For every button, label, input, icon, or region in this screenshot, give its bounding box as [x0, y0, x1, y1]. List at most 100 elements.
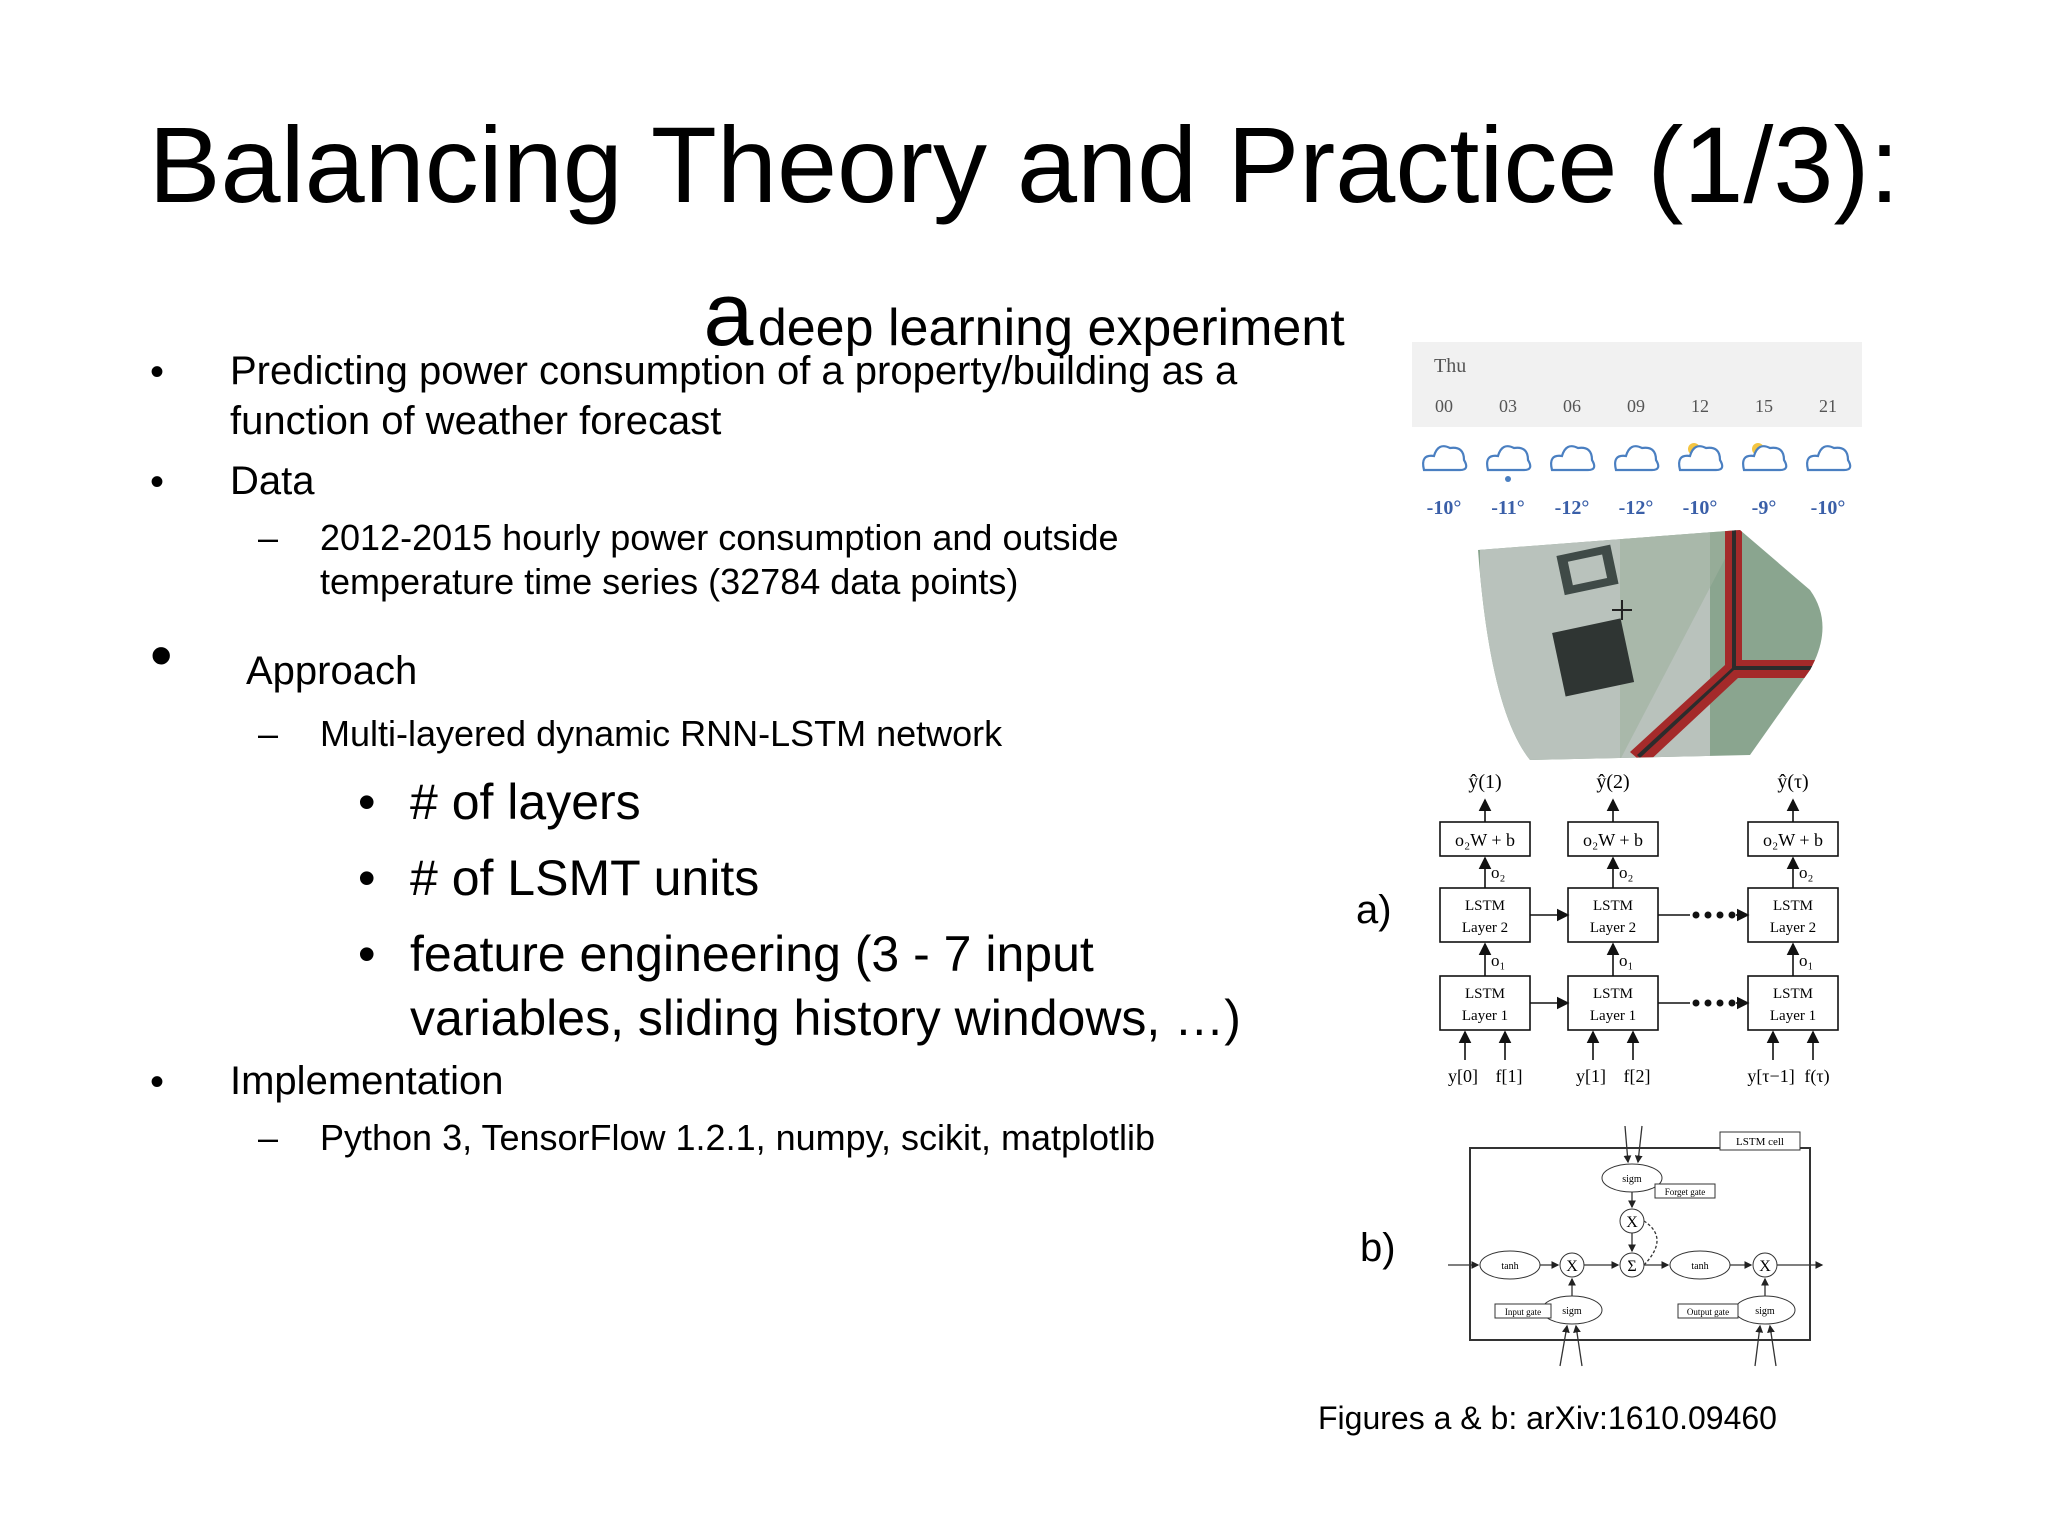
weather-hour-label: 12: [1691, 396, 1709, 416]
figure-b-label: b): [1360, 1226, 1396, 1270]
partly-cloudy-icon: [1742, 443, 1788, 472]
dash-marker: –: [258, 1117, 279, 1158]
lstm-layer1-box: [1567, 975, 1659, 1031]
ellipsis-dot: [1716, 911, 1724, 919]
lstm-label: LSTM: [1773, 986, 1813, 1002]
sub-bullet-data: 2012-2015 hourly power consumption and o…: [320, 516, 1119, 604]
weather-temp-label: -10°: [1811, 497, 1846, 519]
slide-subtitle: a deep learning experiment: [0, 270, 2048, 360]
lstm-layer1-box: [1747, 975, 1839, 1031]
input-gate-sigm: sigm: [1562, 1306, 1582, 1317]
layer1-label: Layer 1: [1770, 1008, 1816, 1024]
output-label: ŷ(1): [1468, 771, 1501, 793]
dash-marker: –: [258, 713, 279, 754]
weather-temps: -10°-11°-12°-12°-10°-9°-10°: [1427, 497, 1846, 519]
lstm-label: LSTM: [1593, 986, 1633, 1002]
figure-b-lstm-cell: LSTM cell sigm Forget gate X tanh X Σ ta…: [1448, 1125, 1824, 1367]
lstm-label: LSTM: [1593, 898, 1633, 914]
output-label: ŷ(2): [1596, 771, 1629, 793]
sub-bullet-approach: Multi-layered dynamic RNN-LSTM network: [320, 713, 1003, 754]
dense-output-label: o₂W + b: [1455, 830, 1515, 850]
input-tanh-label: tanh: [1501, 1261, 1518, 1272]
lstm-label: LSTM: [1773, 898, 1813, 914]
item-feature-engineering: feature engineering (3 - 7 input variabl…: [410, 922, 1241, 1050]
input-f-label: f[1]: [1496, 1066, 1523, 1086]
o1-label: o₁: [1491, 951, 1505, 970]
layer2-label: Layer 2: [1770, 920, 1816, 936]
bullet-predicting-line1: Predicting power consumption of a proper…: [230, 349, 1238, 393]
lstm-layer1-box: [1439, 975, 1531, 1031]
output-tanh-label: tanh: [1691, 1261, 1708, 1272]
item-layers: # of layers: [410, 774, 641, 830]
dense-output-box: [1747, 821, 1839, 857]
layer2-label: Layer 2: [1590, 920, 1636, 936]
weather-icons: [1422, 443, 1852, 482]
bullet-marker: •: [150, 350, 165, 394]
building-main: [1552, 618, 1635, 697]
weather-temp-label: -12°: [1619, 497, 1654, 519]
output-gate-sigm: sigm: [1755, 1306, 1775, 1317]
cloud-icon: [1806, 445, 1852, 472]
ellipsis-dot: [1692, 999, 1700, 1007]
bullet-marker: •: [150, 619, 173, 691]
dense-output-label: o₂W + b: [1763, 830, 1823, 850]
bullet-marker: •: [358, 926, 376, 982]
item-lsmt-units: # of LSMT units: [410, 850, 760, 906]
layer2-label: Layer 2: [1462, 920, 1508, 936]
subtitle-a: a: [703, 265, 754, 365]
lstm-layer2-box: [1747, 887, 1839, 943]
weather-hour-label: 00: [1435, 396, 1453, 416]
lstm-cell-label: LSTM cell: [1736, 1136, 1784, 1148]
road: [1630, 530, 1823, 760]
layer1-label: Layer 1: [1462, 1008, 1508, 1024]
forget-gate-label: Forget gate: [1665, 1187, 1706, 1197]
cloud-icon: [1550, 445, 1596, 472]
item-feature-line1: feature engineering (3 - 7 input: [410, 926, 1094, 982]
bullet-predicting-line2: function of weather forecast: [230, 399, 722, 443]
input-multiply-x: X: [1566, 1258, 1578, 1275]
input-gate-label: Input gate: [1505, 1307, 1541, 1317]
cloud-icon: [1422, 445, 1468, 472]
sum-symbol: Σ: [1627, 1258, 1636, 1275]
input-y-label: y[τ−1]: [1747, 1066, 1794, 1086]
lstm-label: LSTM: [1465, 898, 1505, 914]
bullet-data: Data: [230, 459, 315, 503]
bullet-implementation: Implementation: [230, 1059, 504, 1103]
lstm-label: LSTM: [1465, 986, 1505, 1002]
sub-bullet-data-line2: temperature time series (32784 data poin…: [320, 561, 1019, 602]
weather-temp-label: -10°: [1683, 497, 1718, 519]
forget-gate-sigm: sigm: [1622, 1174, 1642, 1185]
o2-label: o₂: [1491, 863, 1505, 882]
figure-a-label: a): [1356, 888, 1392, 932]
bullet-predicting: Predicting power consumption of a proper…: [230, 346, 1237, 446]
ellipsis-dot: [1728, 999, 1736, 1007]
output-label: ŷ(τ): [1777, 771, 1808, 793]
weather-temp-label: -11°: [1491, 497, 1525, 519]
dense-output-box: [1439, 821, 1531, 857]
layer1-label: Layer 1: [1590, 1008, 1636, 1024]
sub-bullet-data-line1: 2012-2015 hourly power consumption and o…: [320, 517, 1119, 558]
cloud-icon: [1614, 445, 1660, 472]
bullet-approach: Approach: [246, 649, 418, 693]
input-y-label: y[1]: [1576, 1066, 1606, 1086]
ellipsis-dot: [1716, 999, 1724, 1007]
weather-temp-label: -12°: [1555, 497, 1590, 519]
cloud-icon: [1486, 445, 1532, 482]
item-feature-line2: variables, sliding history windows, …): [410, 990, 1241, 1046]
weather-hour-label: 03: [1499, 396, 1517, 416]
slide-title: Balancing Theory and Practice (1/3):: [148, 104, 1900, 225]
subtitle-rest: deep learning experiment: [757, 299, 1345, 357]
weather-hour-label: 09: [1627, 396, 1645, 416]
figure-caption: Figures a & b: arXiv:1610.09460: [1318, 1400, 1777, 1436]
ellipsis-dot: [1704, 999, 1712, 1007]
o1-label: o₁: [1619, 951, 1633, 970]
ellipsis-dot: [1704, 911, 1712, 919]
weather-hour-label: 15: [1755, 396, 1773, 416]
o2-label: o₂: [1619, 863, 1633, 882]
output-gate-label: Output gate: [1687, 1307, 1729, 1317]
output-multiply-x: X: [1759, 1258, 1771, 1275]
weather-hour-label: 21: [1819, 396, 1837, 416]
weather-temp-label: -10°: [1427, 497, 1462, 519]
input-y-label: y[0]: [1448, 1066, 1478, 1086]
